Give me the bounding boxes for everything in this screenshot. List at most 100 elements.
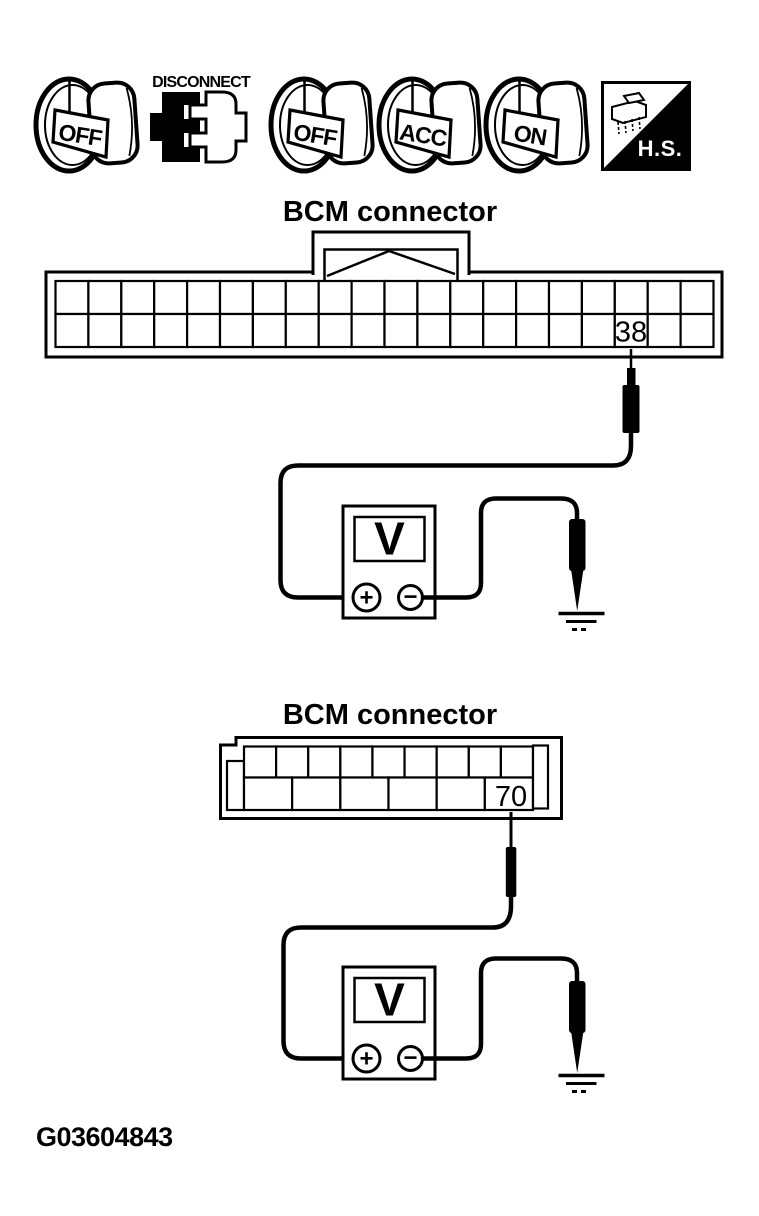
harness-side-connector-icon: H.S.	[601, 81, 691, 171]
latch-lever	[326, 249, 456, 278]
connector-pin-cell	[218, 312, 255, 349]
section1-title: BCM connector	[283, 196, 497, 228]
negative-terminal-label: −	[403, 1045, 417, 1072]
connector-pin-cell	[242, 776, 294, 812]
ground-probe-1	[569, 519, 586, 611]
positive-terminal-label: +	[359, 1046, 373, 1073]
connector-pin-cell	[153, 279, 189, 316]
connector-pin-cell	[251, 279, 287, 316]
connector-pin-cell	[416, 312, 452, 349]
connector-pin-cell	[416, 279, 452, 316]
connector-pin-cell	[350, 279, 386, 316]
connector-pin-cell	[54, 312, 90, 349]
connector-pin-cell	[186, 279, 222, 316]
positive-lead-wire-2	[281, 893, 514, 1061]
connector-pin-cell	[499, 745, 535, 779]
connector-pin-cell	[482, 312, 518, 349]
connector-pin-cell	[483, 776, 535, 812]
latch-inner-frame	[323, 248, 459, 283]
meter-display	[353, 976, 426, 1024]
connector-pin-cell	[120, 279, 156, 316]
figure-id: G03604843	[36, 1122, 173, 1152]
disconnect-label: DISCONNECT	[152, 74, 251, 91]
connector-pin-cell	[449, 279, 485, 316]
connector-pin-cell	[646, 279, 682, 316]
positive-terminal-icon	[351, 582, 382, 613]
negative-lead-wire-2	[420, 956, 580, 1061]
volt-symbol: V	[374, 513, 405, 565]
connector-pin-cell	[580, 312, 616, 349]
ignition-key-off-icon: OFF	[36, 79, 139, 171]
connector-pin-cell	[275, 745, 310, 779]
bcm-connector-1: 38	[44, 230, 724, 359]
connector-glyph-icon	[611, 91, 647, 135]
pin-number: 38	[615, 317, 647, 349]
connector-pin-cell	[383, 279, 419, 316]
connector-pin-cell	[514, 279, 551, 316]
volt-symbol: V	[374, 974, 405, 1026]
ignition-key-on-icon: ON	[486, 79, 589, 171]
connector-pin-cell	[87, 312, 123, 349]
ignition-key-acc-icon: ACC	[379, 79, 482, 171]
negative-terminal-label: −	[403, 584, 417, 611]
keying-slot-cell	[225, 759, 246, 812]
connector-pin-cell	[120, 312, 156, 349]
hs-black-triangle	[602, 82, 690, 170]
connector-pin-cell	[54, 279, 90, 316]
end-cell	[531, 744, 550, 810]
positive-terminal-label: +	[359, 585, 373, 612]
negative-lead-wire-1	[420, 496, 580, 600]
connector-pin-cell	[514, 312, 551, 349]
connector-pin-cell	[339, 745, 374, 779]
connector-pin-cell	[218, 279, 255, 316]
female-connector-shape	[188, 90, 248, 164]
connector-pin-cell	[646, 312, 682, 349]
connector-pin-cell	[547, 312, 584, 349]
connector-pin-cell	[403, 745, 438, 779]
connector-pin-cell	[467, 745, 502, 779]
connector-pin-cell	[547, 279, 584, 316]
connector-pin-cell	[679, 312, 715, 349]
ground-probe-2	[569, 981, 586, 1073]
connector-pin-cell	[482, 279, 518, 316]
ignition-key-off-icon-2: OFF	[271, 79, 374, 171]
connector-pin-cell	[613, 279, 649, 316]
connector-pin-cell	[339, 776, 390, 812]
ground-symbol-2	[558, 1073, 605, 1093]
disconnect-symbol	[150, 90, 248, 164]
hs-label: H.S.	[638, 136, 683, 161]
probe-to-pin-38	[622, 349, 640, 433]
voltmeter-2: V + −	[341, 965, 437, 1081]
connector-latch-tab	[311, 230, 471, 275]
connector-pin-cell	[580, 279, 616, 316]
probe-to-pin-70	[505, 812, 517, 897]
connector-pin-cell	[242, 745, 278, 779]
connector-pin-cell	[435, 745, 470, 779]
harness-disconnect-icon: DISCONNECT	[150, 74, 252, 164]
pin-grid	[242, 745, 535, 812]
connector-pin-cell	[251, 312, 287, 349]
bcm-connector-2: 70	[219, 736, 563, 820]
key-position-label: ON	[512, 120, 549, 151]
connector-pin-cell	[284, 312, 320, 349]
connector-pin-cell	[435, 776, 486, 812]
connector-pin-cell	[387, 776, 438, 812]
connector-pin-cell	[371, 745, 406, 779]
connector-pin-cell	[284, 279, 320, 316]
male-connector-shape	[150, 92, 200, 162]
connector-pin-cell	[317, 312, 353, 349]
connector-pin-cell	[679, 279, 715, 316]
connector-pin-cell	[307, 745, 342, 779]
connector-pin-cell	[186, 312, 222, 349]
connector-pin-cell	[87, 279, 123, 316]
connector-pin-cell	[350, 312, 386, 349]
positive-lead-wire-1	[278, 427, 634, 600]
connector-pin-cell	[383, 312, 419, 349]
meter-display	[353, 515, 426, 563]
connector-pin-cell	[291, 776, 342, 812]
section2-title: BCM connector	[283, 699, 497, 731]
voltmeter-1: V + −	[341, 504, 437, 620]
pin-grid	[54, 279, 715, 349]
